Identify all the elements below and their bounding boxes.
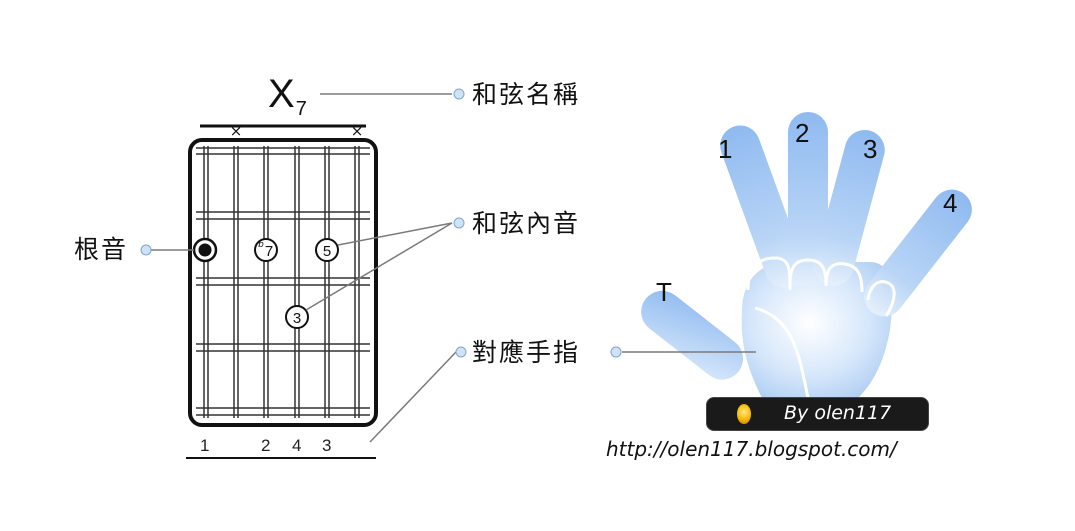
middle-finger xyxy=(788,112,828,287)
chord-name: X7 xyxy=(268,72,307,131)
label-chord-tones: 和弦內音 xyxy=(472,209,581,238)
credit-badge: By olen117 xyxy=(706,397,929,431)
label-root: 根音 xyxy=(74,235,129,264)
thumb xyxy=(641,290,744,380)
finger-label-4: 4 xyxy=(943,188,957,218)
note-label: 7 xyxy=(265,243,273,260)
accidental-label: b xyxy=(258,240,264,250)
muted-mark-high: × xyxy=(351,122,364,140)
chord-root-letter: X xyxy=(268,72,295,116)
chord-tone-five: 5 xyxy=(315,238,339,262)
note-label: 5 xyxy=(323,243,331,260)
chord-tone-flat-seven: b 7 xyxy=(254,238,278,262)
palm xyxy=(741,262,893,398)
label-fingers: 對應手指 xyxy=(472,338,581,367)
callout-bullets xyxy=(140,88,622,358)
callout-lines xyxy=(148,93,756,443)
chord-extension: 7 xyxy=(295,98,307,120)
ring-finger xyxy=(813,129,885,286)
credit-byline: By olen117 xyxy=(784,402,892,424)
fingering-number: 4 xyxy=(292,436,302,455)
chord-tone-three: 3 xyxy=(285,305,309,329)
label-chord-name: 和弦名稱 xyxy=(472,80,581,109)
finger-label-thumb: T xyxy=(656,277,672,307)
note-label: 3 xyxy=(293,310,301,327)
strings xyxy=(203,146,360,418)
fingering-number: 3 xyxy=(322,436,332,455)
root-note-marker xyxy=(192,237,218,263)
fingering-number: 2 xyxy=(261,436,271,455)
finger-labels: T 1 2 3 4 xyxy=(656,118,957,307)
muted-mark-low: × xyxy=(230,122,243,140)
knuckle-outlines xyxy=(746,256,896,399)
finger-label-3: 3 xyxy=(863,134,877,164)
orb-icon xyxy=(737,404,751,424)
frets xyxy=(196,147,370,416)
index-finger xyxy=(720,125,805,288)
finger-label-1: 1 xyxy=(718,134,732,164)
finger-label-2: 2 xyxy=(795,118,809,148)
fretboard-frame xyxy=(188,138,378,427)
fingering-number: 1 xyxy=(200,436,210,455)
credit-url[interactable]: http://olen117.blogspot.com/ xyxy=(606,437,897,461)
